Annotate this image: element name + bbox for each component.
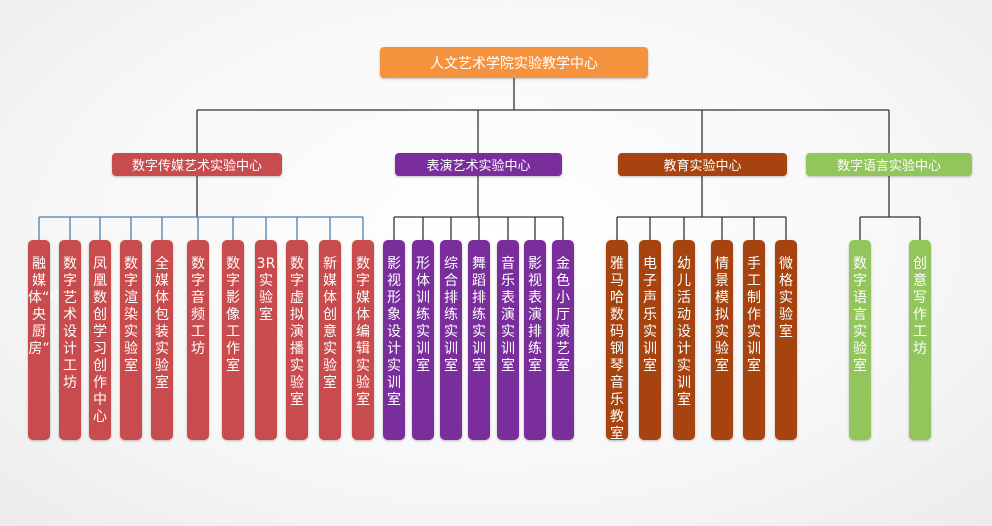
lab-label: 全媒体包装实验室 bbox=[155, 256, 169, 391]
lab-label: 微格实验室 bbox=[779, 256, 793, 340]
lab-box-perf: 影视表演排练室 bbox=[524, 240, 546, 440]
lab-label: 3R实验室 bbox=[256, 256, 276, 323]
lab-label: 创意写作工坊 bbox=[913, 256, 927, 357]
lab-label: 新媒体创意实验室 bbox=[323, 256, 337, 391]
lab-box-edu: 手工制作实训室 bbox=[743, 240, 765, 440]
dept-digital-media: 数字传媒艺术实验中心 bbox=[112, 153, 282, 176]
lab-box-media: 数字媒体编辑实验室 bbox=[352, 240, 374, 440]
lab-box-media: 数字影像工作室 bbox=[222, 240, 244, 440]
lab-label: 影视表演排练室 bbox=[528, 256, 542, 374]
lab-box-edu: 情景模拟实验室 bbox=[711, 240, 733, 440]
lab-label: 数字音频工坊 bbox=[191, 256, 205, 357]
dept-education: 教育实验中心 bbox=[618, 153, 787, 176]
lab-label: 数字艺术设计工坊 bbox=[63, 256, 77, 391]
lab-box-lang: 创意写作工坊 bbox=[909, 240, 931, 440]
root-node: 人文艺术学院实验教学中心 bbox=[380, 47, 648, 78]
lab-box-media: 数字虚拟演播实验室 bbox=[286, 240, 308, 440]
dept-label: 数字传媒艺术实验中心 bbox=[131, 159, 262, 174]
lab-box-media: 凤凰数创学习创作中心 bbox=[89, 240, 111, 440]
lab-label: 情景模拟实验室 bbox=[715, 256, 729, 374]
lab-box-edu: 雅马哈数码钢琴音乐教室 bbox=[606, 240, 628, 442]
lab-label: 数字渲染实验室 bbox=[124, 256, 138, 374]
dept-label: 数字语言实验中心 bbox=[836, 159, 941, 174]
lab-label: 数字媒体编辑实验室 bbox=[356, 256, 370, 408]
root-label: 人文艺术学院实验教学中心 bbox=[430, 55, 598, 72]
lab-box-media: 融媒体“中央厨房” bbox=[28, 240, 64, 440]
lab-box-edu: 电子声乐实训室 bbox=[639, 240, 661, 440]
lab-label: 融媒体“中央厨房” bbox=[28, 256, 64, 357]
lab-box-media: 新媒体创意实验室 bbox=[319, 240, 341, 440]
lab-box-media: 数字艺术设计工坊 bbox=[59, 240, 81, 440]
lab-box-perf: 舞蹈排练实训室 bbox=[468, 240, 490, 440]
lab-box-media: 数字音频工坊 bbox=[187, 240, 209, 440]
dept-label: 教育实验中心 bbox=[663, 159, 742, 174]
lab-box-perf: 影视形象设计实训室 bbox=[383, 240, 405, 440]
lab-label: 手工制作实训室 bbox=[747, 256, 761, 374]
lab-box-perf: 形体训练实训室 bbox=[412, 240, 434, 440]
lab-label: 形体训练实训室 bbox=[416, 256, 430, 374]
lab-box-media: 3R实验室 bbox=[255, 240, 277, 440]
lab-label: 影视形象设计实训室 bbox=[387, 256, 401, 408]
lab-label: 幼儿活动设计实训室 bbox=[677, 256, 691, 408]
lab-label: 凤凰数创学习创作中心 bbox=[93, 256, 107, 425]
lab-label: 综合排练实训室 bbox=[444, 256, 458, 374]
lab-label: 电子声乐实训室 bbox=[643, 256, 657, 374]
lab-label: 音乐表演实训室 bbox=[501, 256, 515, 374]
lab-box-perf: 综合排练实训室 bbox=[440, 240, 462, 440]
lab-box-lang: 数字语言实验室 bbox=[849, 240, 871, 440]
lab-box-media: 数字渲染实验室 bbox=[120, 240, 142, 440]
lab-label: 金色小厅演艺室 bbox=[556, 256, 570, 374]
dept-performing-arts: 表演艺术实验中心 bbox=[395, 153, 562, 176]
dept-digital-language: 数字语言实验中心 bbox=[806, 153, 972, 176]
lab-label: 雅马哈数码钢琴音乐教室 bbox=[610, 256, 624, 442]
lab-box-perf: 金色小厅演艺室 bbox=[552, 240, 574, 440]
lab-box-edu: 幼儿活动设计实训室 bbox=[673, 240, 695, 440]
lab-label: 数字虚拟演播实验室 bbox=[290, 256, 304, 408]
lab-label: 舞蹈排练实训室 bbox=[472, 256, 486, 374]
lab-box-media: 全媒体包装实验室 bbox=[151, 240, 173, 440]
dept-label: 表演艺术实验中心 bbox=[426, 159, 531, 174]
lab-box-perf: 音乐表演实训室 bbox=[497, 240, 519, 440]
lab-label: 数字影像工作室 bbox=[226, 256, 240, 374]
lab-box-edu: 微格实验室 bbox=[775, 240, 797, 440]
lab-label: 数字语言实验室 bbox=[853, 256, 867, 374]
